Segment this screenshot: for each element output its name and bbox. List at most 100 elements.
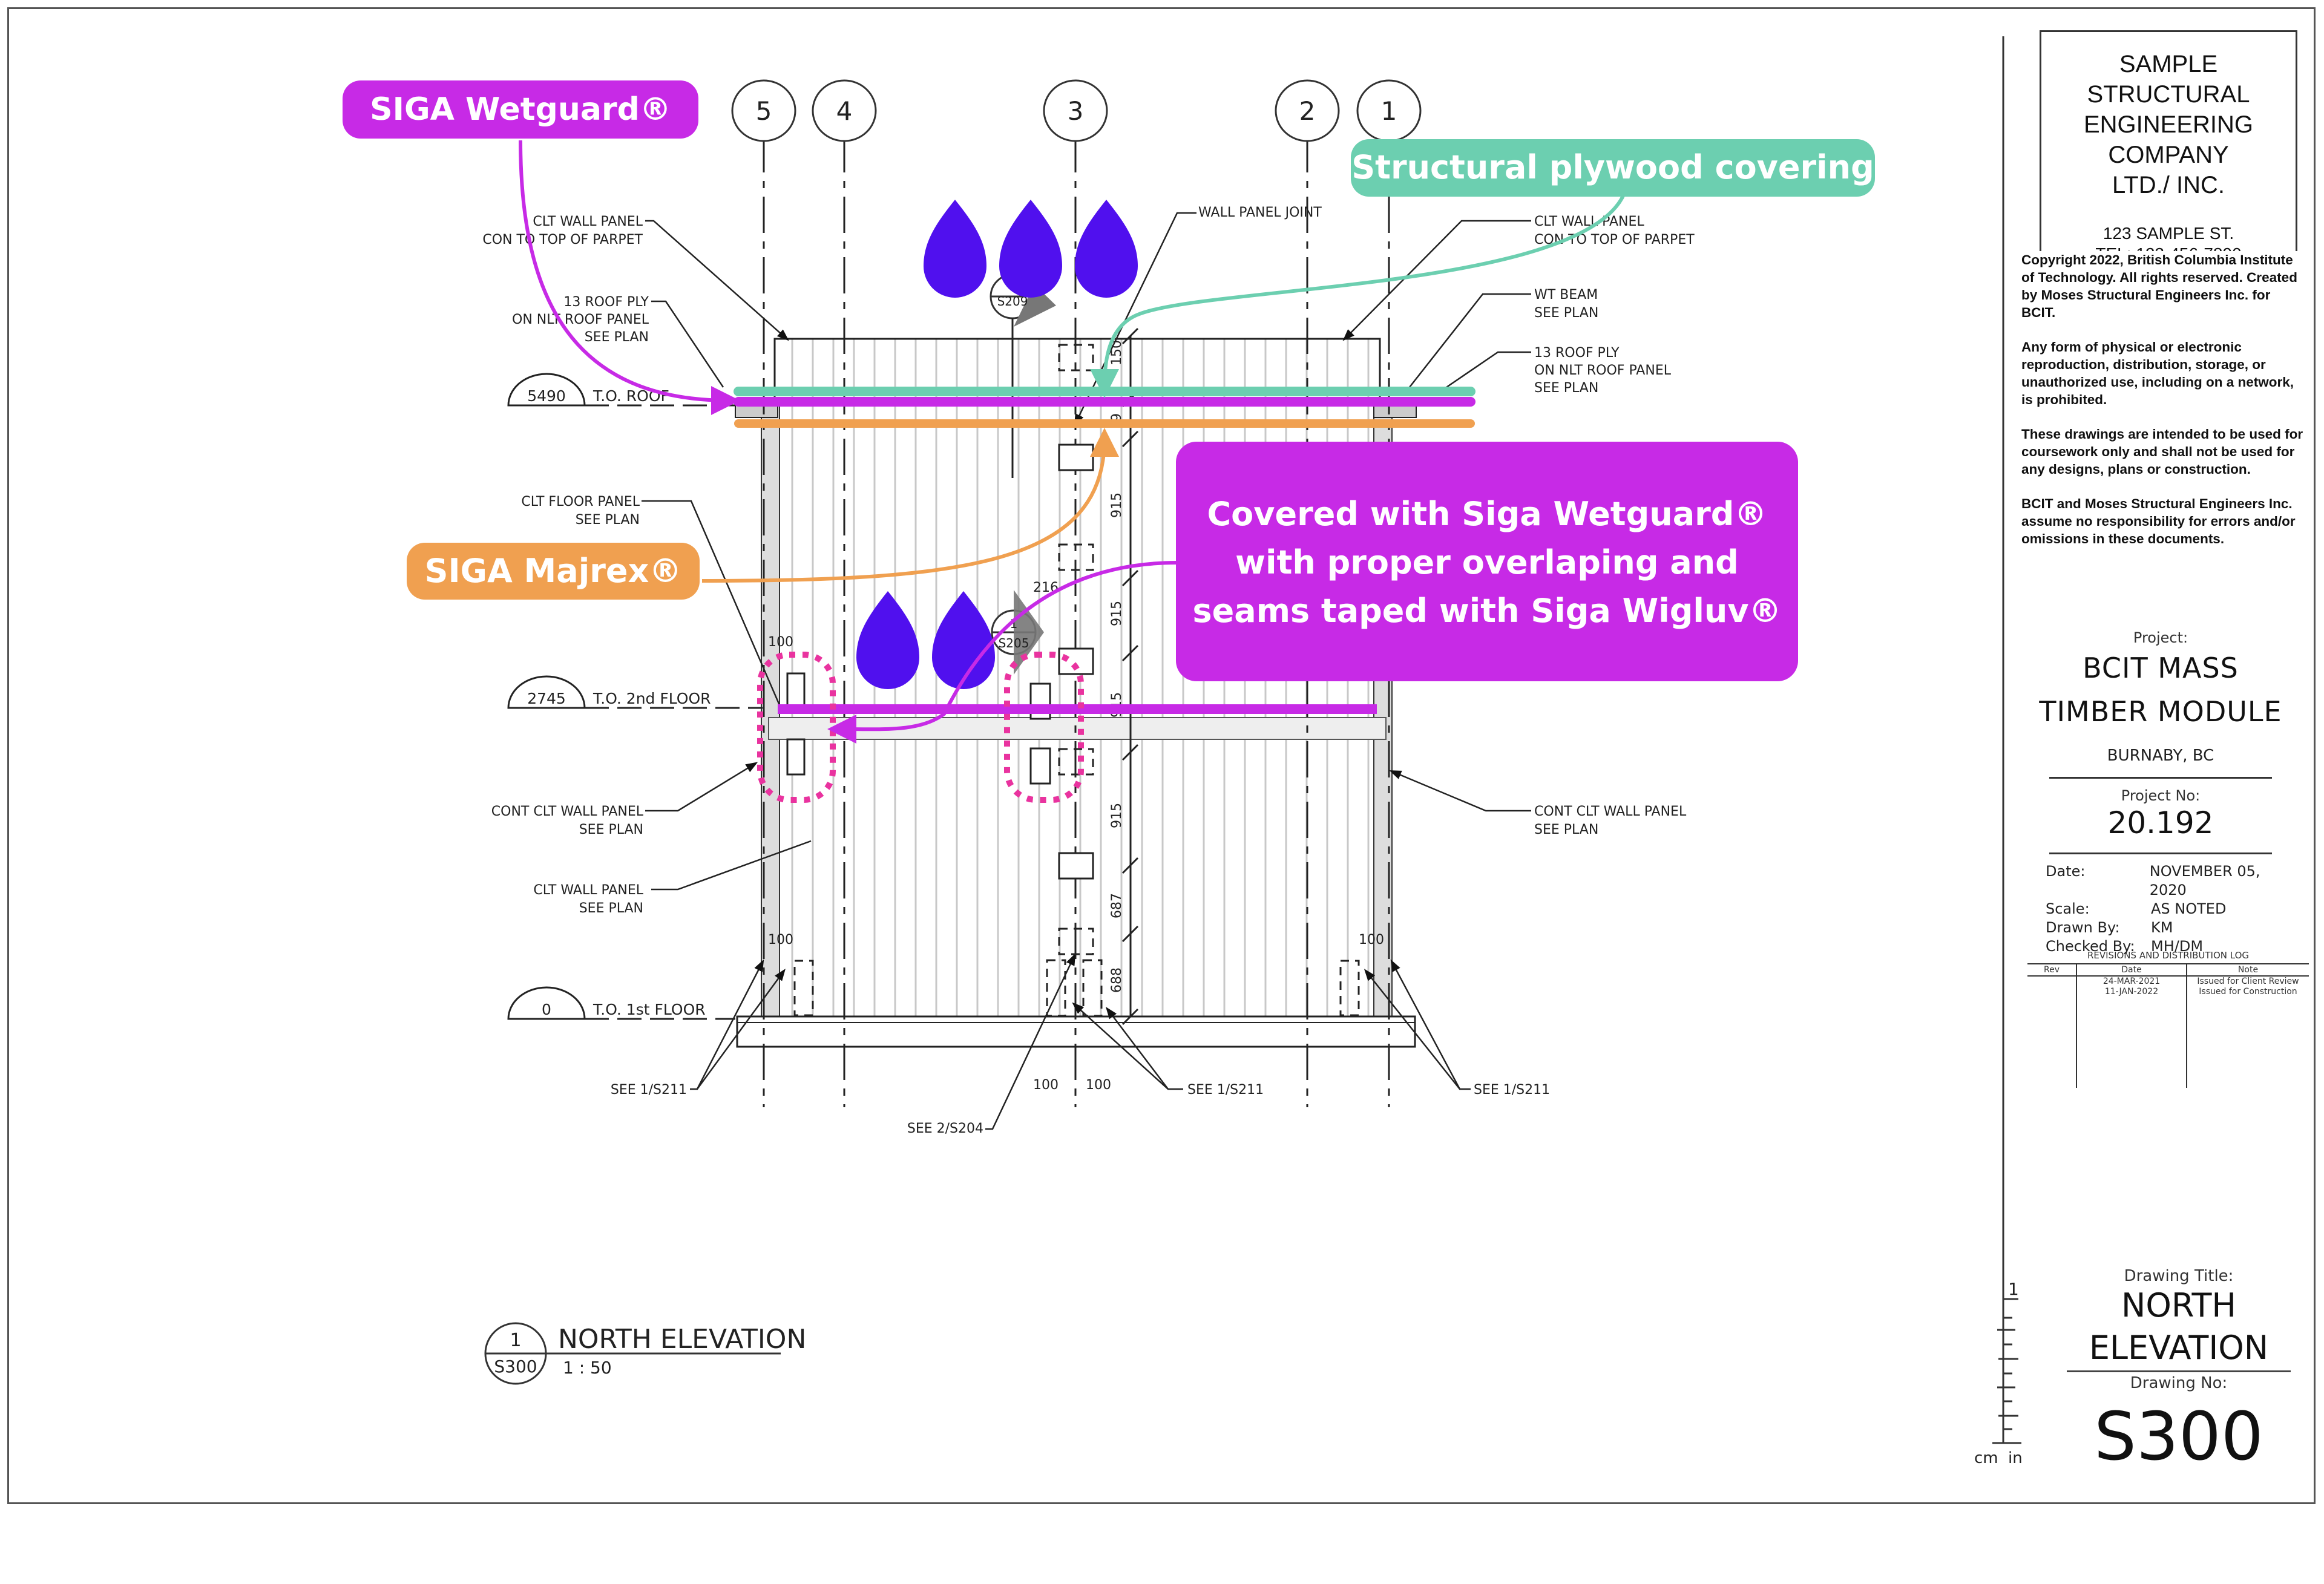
- svg-text:SIGA Wetguard®: SIGA Wetguard®: [370, 91, 671, 128]
- callout-wetguard: SIGA Wetguard®: [343, 80, 698, 139]
- svg-text:CLT WALL PANEL: CLT WALL PANEL: [533, 883, 643, 898]
- dim-bottom-left: 100: [1033, 1078, 1059, 1093]
- grid-bubble-5: [731, 79, 796, 142]
- svg-text:S205: S205: [999, 636, 1029, 650]
- view-scale: 1 : 50: [563, 1358, 612, 1378]
- company-address: 123 SAMPLE ST.: [2102, 224, 2234, 243]
- col-note: Note: [2187, 963, 2309, 977]
- grid-bubble-2: [1275, 79, 1340, 142]
- revision-row: 11-JAN-2022 Issued for Construction: [2027, 987, 2309, 997]
- title-block: SAMPLE STRUCTURAL ENGINEERING COMPANY LT…: [2003, 18, 2316, 1504]
- level-elev-2nd: 2745: [527, 690, 566, 707]
- col-rev: Rev: [2027, 963, 2077, 977]
- company-box: SAMPLE STRUCTURAL ENGINEERING COMPANY LT…: [2040, 30, 2297, 263]
- callout-majrex: SIGA Majrex®: [407, 543, 700, 600]
- grid-label-5: 5: [756, 96, 772, 126]
- note-roof-ply-right: 13 ROOF PLY ON NLT ROOF PANEL SEE PLAN: [1446, 345, 1672, 396]
- water-drop-icon: [1075, 200, 1138, 298]
- note-see-2-s204: SEE 2/S204: [907, 953, 1076, 1136]
- legal-coursework: These drawings are intended to be used f…: [2021, 427, 2303, 477]
- project-meta: Date:NOVEMBER 05, 2020 Scale:AS NOTED Dr…: [2046, 862, 2300, 956]
- grid-label-1: 1: [1381, 96, 1397, 126]
- svg-text:SEE PLAN: SEE PLAN: [1534, 822, 1598, 837]
- svg-text:SEE PLAN: SEE PLAN: [579, 822, 643, 837]
- water-drop-icon: [999, 200, 1062, 298]
- dim-edge-left-lower: 100: [768, 932, 793, 947]
- dim-edge-left-upper: 100: [768, 635, 793, 650]
- svg-text:SEE PLAN: SEE PLAN: [1534, 381, 1598, 396]
- water-drops: [856, 200, 1138, 689]
- note-cont-clt-left: CONT CLT WALL PANEL SEE PLAN: [491, 762, 758, 837]
- dim-edge-right-lower: 100: [1359, 932, 1384, 947]
- svg-text:Structural plywood covering: Structural plywood covering: [1351, 148, 1874, 186]
- svg-text:13 ROOF PLY: 13 ROOF PLY: [1534, 345, 1620, 361]
- revision-log: REVISIONS AND DISTRIBUTION LOG Rev Date …: [2027, 950, 2309, 1088]
- divider: [2049, 853, 2272, 854]
- scale-ruler: 1 cm in: [1974, 36, 2023, 1467]
- svg-text:SEE PLAN: SEE PLAN: [1534, 306, 1598, 321]
- divider: [2067, 1370, 2291, 1372]
- meta-row-drawn-by: Drawn By:KM: [2046, 919, 2173, 936]
- svg-text:SIGA Majrex®: SIGA Majrex®: [425, 552, 682, 590]
- drawing-no-label: Drawing No:: [2130, 1374, 2228, 1392]
- level-elev-roof: 5490: [527, 387, 566, 405]
- view-number: 1: [510, 1330, 521, 1351]
- water-drop-icon: [856, 591, 919, 689]
- revision-table: Rev Date Note 24-MAR-2021 Issued for Cli…: [2027, 963, 2309, 1088]
- legal-responsibility: BCIT and Moses Structural Engineers Inc.…: [2021, 496, 2296, 546]
- svg-text:CON TO TOP OF PARPET: CON TO TOP OF PARPET: [1534, 232, 1695, 247]
- level-elev-1st: 0: [542, 1001, 551, 1018]
- ruler-unit-in: in: [2008, 1449, 2023, 1467]
- note-roof-ply-left: 13 ROOF PLY ON NLT ROOF PANEL SEE PLAN: [512, 295, 724, 388]
- dim-915-d: 915: [1109, 803, 1124, 828]
- note-clt-wall-parapet-right: CLT WALL PANEL CON TO TOP OF PARPET: [1342, 214, 1695, 341]
- svg-text:ON NLT ROOF PANEL: ON NLT ROOF PANEL: [512, 312, 649, 327]
- drawing-title-line-1: NORTH: [2121, 1286, 2237, 1324]
- dim-687: 687: [1109, 893, 1124, 918]
- note-clt-floor-panel: CLT FLOOR PANEL SEE PLAN: [521, 494, 782, 709]
- dim-688: 688: [1109, 967, 1124, 993]
- project-label: Project:: [2133, 629, 2188, 646]
- level-label-roof: T.O. ROOF: [592, 387, 669, 405]
- project-no-label: Project No:: [2121, 787, 2201, 804]
- drawing-info: Drawing Title: NORTH ELEVATION Drawing N…: [2058, 1268, 2300, 1475]
- svg-text:SEE PLAN: SEE PLAN: [585, 330, 649, 345]
- highlight-rings: [757, 652, 1084, 803]
- section-mark-s205: 1 S205: [991, 590, 1044, 675]
- svg-text:Covered with Siga Wetguard®: Covered with Siga Wetguard®: [1207, 495, 1767, 533]
- svg-text:SEE 1/S211: SEE 1/S211: [1474, 1082, 1550, 1098]
- company-name: SAMPLE STRUCTURAL ENGINEERING COMPANY LT…: [2083, 51, 2254, 198]
- legal-notice: Copyright 2022, British Columbia Institu…: [2021, 251, 2306, 565]
- highlight-ring-mid: [1004, 652, 1084, 803]
- note-cont-clt-right: CONT CLT WALL PANEL SEE PLAN: [1389, 770, 1687, 837]
- revision-log-title: REVISIONS AND DISTRIBUTION LOG: [2087, 950, 2250, 961]
- level-label-1st: T.O. 1st FLOOR: [592, 1001, 706, 1018]
- project-name-line-2: TIMBER MODULE: [2039, 695, 2282, 728]
- drawing-title-line-2: ELEVATION: [2089, 1329, 2269, 1367]
- svg-text:CONT CLT WALL PANEL: CONT CLT WALL PANEL: [491, 804, 644, 819]
- ruler-mark: 1: [2008, 1279, 2019, 1299]
- note-see-1-s211-left: SEE 1/S211: [611, 959, 786, 1098]
- drawing-title-label: Drawing Title:: [2124, 1267, 2234, 1285]
- svg-text:seams taped with Siga Wigluv®: seams taped with Siga Wigluv®: [1192, 592, 1781, 630]
- svg-text:SEE 1/S211: SEE 1/S211: [1187, 1082, 1264, 1098]
- leader-notes: CLT WALL PANEL CON TO TOP OF PARPET 13 R…: [482, 205, 1695, 1136]
- grid-bubbles: 5 4 3 2 1: [731, 79, 1422, 142]
- grid-bubble-4: [812, 79, 877, 142]
- col-date: Date: [2076, 963, 2187, 977]
- svg-text:CONT CLT WALL PANEL: CONT CLT WALL PANEL: [1534, 804, 1687, 819]
- note-wt-beam: WT BEAM SEE PLAN: [1407, 287, 1598, 391]
- highlight-ring-left: [757, 652, 836, 803]
- project-info: Project: BCIT MASS TIMBER MODULE BURNABY…: [2015, 629, 2306, 863]
- legal-reproduction: Any form of physical or electronic repro…: [2021, 339, 2294, 407]
- svg-text:13 ROOF PLY: 13 ROOF PLY: [563, 295, 649, 310]
- dimension-chain: 150 9 915 915 915 915 687 688 216 100 10…: [768, 327, 1384, 1093]
- grid-label-3: 3: [1068, 96, 1084, 126]
- callout-plywood: Structural plywood covering: [1351, 139, 1875, 197]
- note-clt-wall-parapet-left: CLT WALL PANEL CON TO TOP OF PARPET: [482, 214, 789, 341]
- note-see-1-s211-mid: SEE 1/S211: [1072, 1002, 1264, 1098]
- svg-text:CLT WALL PANEL: CLT WALL PANEL: [533, 214, 643, 229]
- svg-text:CON TO TOP OF PARPET: CON TO TOP OF PARPET: [482, 232, 643, 247]
- level-markers: 5490 T.O. ROOF 2745 T.O. 2nd FLOOR 0 T.O…: [507, 373, 763, 1020]
